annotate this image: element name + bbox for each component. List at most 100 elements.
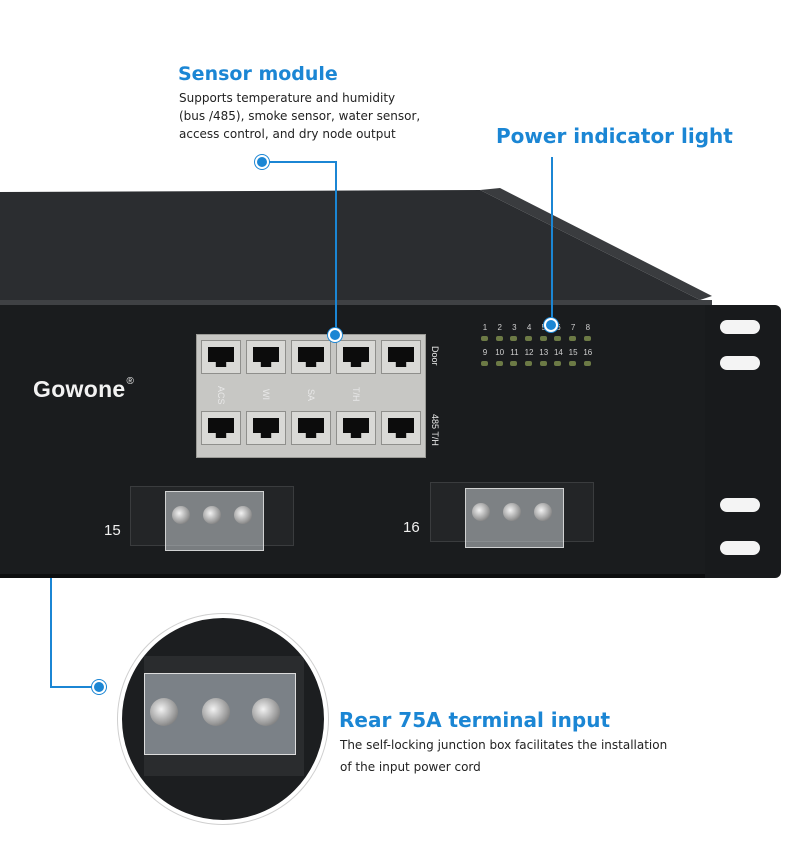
led-number: 6	[556, 323, 561, 332]
port-opening	[298, 347, 324, 367]
power-indicator-title: Power indicator light	[496, 124, 733, 148]
power-led	[481, 336, 488, 341]
led-number: 2	[497, 323, 502, 332]
led-row-2	[481, 361, 591, 366]
sensor-description-line: Supports temperature and humidity	[179, 91, 396, 105]
sensor-leader-v	[335, 161, 337, 336]
terminal-number-16: 16	[403, 519, 420, 536]
power-leader-v	[551, 157, 553, 324]
power-led	[495, 336, 503, 341]
led-number: 8	[585, 323, 591, 332]
power-led	[510, 361, 518, 366]
rear-leader-dot	[92, 680, 106, 694]
led-number-row-2: 9 10 11 12 13 14 15 16	[478, 348, 595, 357]
port-opening	[253, 418, 279, 438]
terminal-screw-icon	[534, 503, 552, 521]
led-number: 10	[495, 348, 505, 357]
brand-name: Gowone	[33, 376, 126, 402]
sensor-port-dot	[328, 328, 342, 342]
rear-terminal-description: The self-locking junction box facilitate…	[340, 734, 700, 778]
sensor-leader-h1	[263, 161, 337, 163]
power-led	[583, 361, 591, 366]
power-led	[539, 361, 547, 366]
rj45-port-th[interactable]	[336, 340, 376, 374]
led-number: 15	[568, 348, 578, 357]
led-number-row-1: 1 2 3 4 5 6 7 8	[478, 323, 595, 332]
rack-ear-slot-lower	[720, 498, 760, 512]
rear-terminal-title: Rear 75A terminal input	[339, 708, 611, 732]
rack-ear-slot-middle	[720, 356, 760, 370]
rj45-port-485-2[interactable]	[246, 411, 286, 445]
led-number: 4	[526, 323, 532, 332]
terminal-zoom-view	[118, 614, 328, 824]
led-row-1	[481, 336, 591, 341]
sensor-module-title: Sensor module	[178, 63, 338, 85]
led-number: 11	[510, 348, 519, 357]
rj45-port-485-4[interactable]	[336, 411, 376, 445]
rj45-port-door[interactable]	[381, 340, 421, 374]
port-opening	[388, 347, 414, 367]
power-led	[525, 361, 533, 366]
port-opening	[388, 418, 414, 438]
led-panel: 1 2 3 4 5 6 7 8 9 10 11 12 13 14 15 16	[478, 323, 602, 373]
power-led	[569, 361, 577, 366]
rack-ear	[705, 305, 781, 578]
port-opening	[343, 418, 369, 438]
led-number: 7	[570, 323, 576, 332]
rear-description-line: The self-locking junction box facilitate…	[340, 738, 668, 752]
terminal-screw-icon	[172, 506, 190, 524]
rear-leader-h	[50, 686, 98, 688]
rear-leader-v	[50, 578, 52, 688]
led-number: 5	[537, 323, 551, 332]
led-number: 13	[539, 348, 549, 357]
terminal-screw-icon	[203, 506, 221, 524]
led-number: 9	[482, 348, 488, 357]
power-led	[569, 336, 577, 341]
power-led	[539, 336, 547, 341]
terminal-number-15: 15	[104, 522, 121, 539]
chassis-top	[0, 188, 712, 306]
port-opening	[208, 347, 234, 367]
port-label-sa: SA	[306, 389, 316, 402]
panel-base	[0, 574, 712, 578]
rj45-port-485-5[interactable]	[381, 411, 421, 445]
power-led	[583, 336, 591, 341]
sensor-description-line: (bus /485), smoke sensor, water sensor,	[179, 109, 421, 123]
terminal-screw-icon	[234, 506, 252, 524]
rear-description-line: of the input power cord	[340, 760, 481, 774]
power-led-dot	[544, 318, 558, 332]
sensor-description-line: access control, and dry node output	[179, 127, 396, 141]
brand-mark: ®	[126, 376, 135, 387]
power-led	[525, 336, 533, 341]
port-opening	[343, 347, 369, 367]
port-label-acs: ACS	[216, 386, 226, 405]
port-label-door: Door	[430, 346, 440, 366]
terminal-screw-icon	[472, 503, 490, 521]
port-label-485-th: 485 T/H	[430, 414, 440, 446]
zoom-screw-icon	[252, 698, 280, 726]
rack-ear-slot-top	[720, 320, 760, 334]
led-number: 3	[512, 323, 517, 332]
led-number: 14	[553, 348, 563, 357]
rj45-port-acs[interactable]	[201, 340, 241, 374]
rj45-port-sa[interactable]	[291, 340, 331, 374]
power-led	[481, 361, 488, 366]
port-opening	[298, 418, 324, 438]
rj45-port-485-1[interactable]	[201, 411, 241, 445]
led-number: 16	[583, 348, 593, 357]
power-led	[554, 361, 562, 366]
rack-ear-slot-bottom	[720, 541, 760, 555]
terminal-screw-icon	[503, 503, 521, 521]
zoom-screw-icon	[150, 698, 178, 726]
port-label-wi: WI	[261, 389, 271, 400]
rj45-port-485-3[interactable]	[291, 411, 331, 445]
rj45-port-wi[interactable]	[246, 340, 286, 374]
port-opening	[253, 347, 279, 367]
sensor-leader-dot	[255, 155, 269, 169]
led-number: 12	[524, 348, 534, 357]
sensor-module-description: Supports temperature and humidity (bus /…	[179, 89, 439, 143]
power-led	[554, 336, 562, 341]
zoom-screw-icon	[202, 698, 230, 726]
power-led	[510, 336, 518, 341]
brand-logo: Gowone®	[33, 376, 134, 403]
